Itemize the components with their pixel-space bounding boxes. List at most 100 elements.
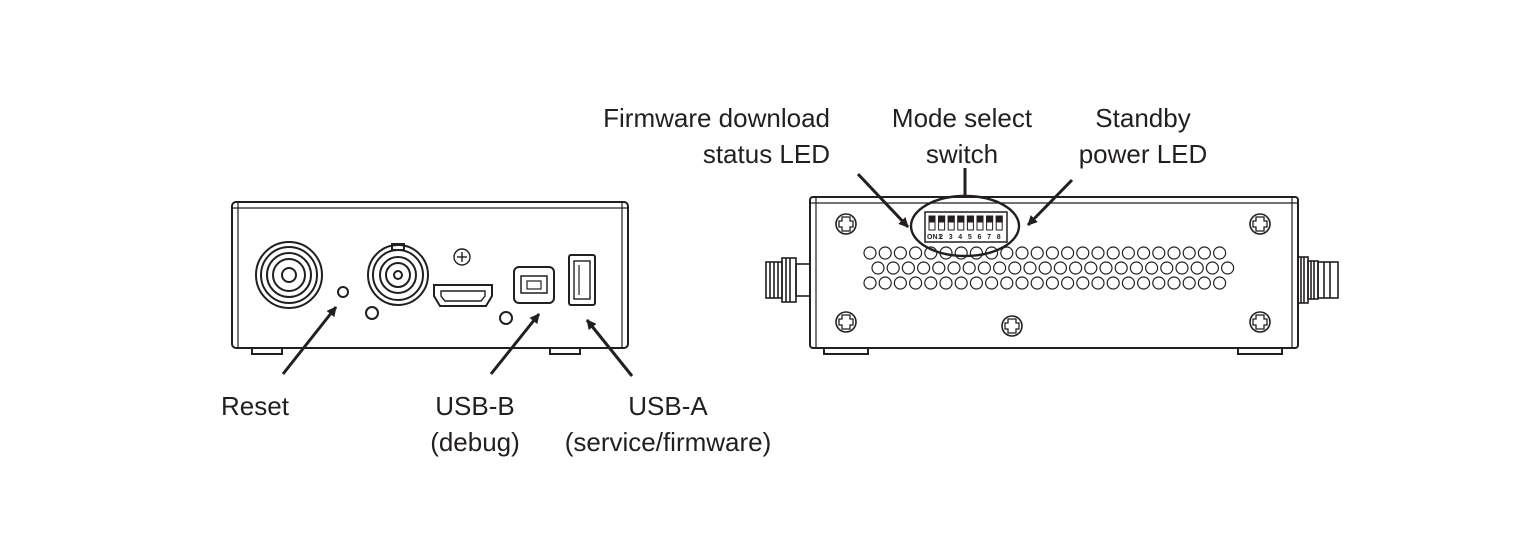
vent-hole — [1084, 261, 1098, 275]
vent-hole — [1160, 261, 1174, 275]
mode-switch-label-line1: Mode select — [891, 103, 1033, 133]
vent-hole — [1091, 246, 1105, 260]
vent-hole — [977, 261, 992, 275]
vent-hole — [1114, 261, 1128, 275]
dip-switch-highlight — [909, 194, 1021, 258]
vent-hole — [1136, 246, 1151, 260]
vent-hole — [878, 246, 892, 260]
dip-number-6: 6 — [978, 234, 982, 241]
vent-hole — [878, 276, 892, 290]
vent-hole — [924, 246, 938, 260]
side-panel-body — [809, 196, 1299, 349]
vent-hole — [1190, 261, 1204, 275]
firmware-led-label-line1: Firmware download — [603, 103, 830, 133]
vent-hole — [1175, 261, 1189, 275]
vent-hole — [1144, 261, 1159, 275]
vent-hole — [1045, 246, 1060, 260]
vent-hole — [1129, 261, 1144, 275]
vent-hole — [1000, 246, 1014, 260]
vent-hole — [1099, 261, 1113, 275]
vent-hole — [1000, 276, 1014, 290]
screw-icon — [1249, 311, 1271, 333]
usb-b-label: USB-B (debug) — [410, 388, 540, 460]
firmware-led-arrow — [856, 172, 910, 229]
usb-b-led — [499, 311, 513, 325]
reset-button[interactable] — [337, 286, 349, 298]
vent-hole — [916, 261, 931, 275]
vent-hole — [1121, 276, 1136, 290]
mode-switch-label: Mode select switch — [872, 100, 1052, 172]
usb-b-port[interactable] — [513, 266, 555, 304]
vent-hole — [1220, 261, 1235, 275]
front-led — [365, 306, 379, 320]
front-foot-left — [251, 347, 283, 355]
vent-hole — [992, 261, 1007, 275]
usb-a-label-line1: USB-A — [628, 391, 708, 421]
vent-hole — [1030, 246, 1044, 260]
side-connector-right — [1297, 256, 1339, 304]
vent-hole — [1212, 276, 1227, 290]
dip-number-4: 4 — [958, 234, 962, 241]
vent-hole — [1060, 276, 1075, 290]
vent-hole — [1197, 246, 1212, 260]
vent-hole — [969, 276, 984, 290]
dip-toggle-knob — [966, 215, 974, 223]
dip-toggle-knob — [938, 215, 946, 223]
vent-hole — [908, 246, 923, 260]
power-connector — [255, 241, 323, 309]
standby-led-label-line1: Standby — [1095, 103, 1191, 133]
vent-hole — [962, 261, 976, 275]
usb-a-arrow — [585, 319, 634, 377]
vent-hole — [1167, 276, 1181, 290]
standby-led-arrow — [1026, 178, 1074, 227]
vent-hole — [908, 276, 923, 290]
dip-toggle-knob — [986, 215, 994, 223]
vent-hole — [969, 246, 984, 260]
usb-a-label: USB-A (service/firmware) — [548, 388, 788, 460]
vent-hole — [1023, 261, 1037, 275]
vent-hole — [1008, 261, 1022, 275]
callout-arrows — [281, 168, 1074, 377]
firmware-led-label: Firmware download status LED — [560, 100, 830, 172]
front-foot-right — [549, 347, 581, 355]
screw-icon — [1249, 213, 1271, 235]
vent-hole — [1152, 276, 1166, 290]
vent-hole — [1076, 246, 1090, 260]
dip-on-label: ON — [927, 234, 938, 241]
vent-hole — [1076, 276, 1090, 290]
reset-arrow — [281, 306, 338, 375]
screw-icon — [835, 213, 857, 235]
vent-hole — [1182, 276, 1196, 290]
vent-hole — [939, 276, 953, 290]
dip-toggle-knob — [947, 215, 955, 223]
hdmi-port[interactable] — [433, 284, 493, 307]
dip-number-8: 8 — [997, 234, 1001, 241]
vent-hole — [984, 276, 999, 290]
dip-number-5: 5 — [968, 234, 972, 241]
vent-hole — [924, 276, 938, 290]
vent-hole — [1015, 246, 1029, 260]
vent-hole — [954, 276, 968, 290]
side-foot-right — [1237, 347, 1283, 355]
vent-hole — [947, 261, 961, 275]
vent-hole — [954, 246, 968, 260]
dip-toggle-knob — [995, 215, 1003, 223]
dip-number-3: 3 — [949, 234, 953, 241]
vent-hole — [1136, 276, 1151, 290]
front-panel — [231, 201, 629, 355]
vent-hole — [1182, 246, 1196, 260]
vent-hole — [1205, 261, 1220, 275]
vent-hole — [1045, 276, 1060, 290]
usb-a-port[interactable] — [568, 254, 596, 306]
vent-hole — [1091, 276, 1105, 290]
standby-led-label: Standby power LED — [1070, 100, 1216, 172]
reset-label: Reset — [221, 391, 289, 421]
dip-number-1: 1 — [938, 234, 942, 241]
vent-hole — [863, 246, 877, 260]
vent-hole — [871, 261, 885, 275]
screw-icon — [1001, 315, 1023, 337]
vent-hole — [1152, 246, 1166, 260]
vent-hole — [893, 246, 908, 260]
vent-hole — [863, 276, 877, 290]
